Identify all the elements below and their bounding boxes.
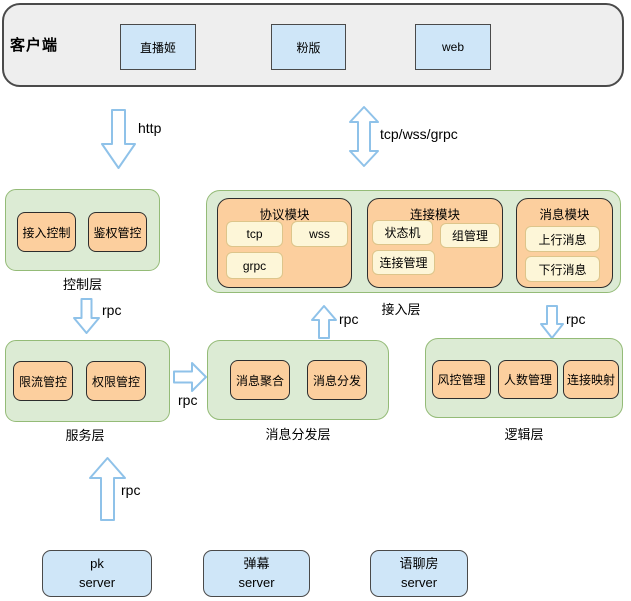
arrow-down-rpc2-icon [540,305,564,339]
server-danmu-line1: 弹幕 [243,555,270,571]
sub-state-machine: 状态机 [372,220,433,245]
node-access-control: 接入控制 [17,212,76,252]
server-pk-line1: pk [90,555,104,571]
client-node-zhibo: 直播姬 [120,24,196,70]
arrow-up-rpc-icon [311,305,337,339]
edge-label-rpc-control-service: rpc [102,302,122,318]
module-message-title: 消息模块 [539,208,590,222]
server-voice-room-line2: server [400,574,438,590]
arrow-down-http-icon [101,109,136,169]
sub-wss: wss [291,221,348,247]
arrow-up-rpc-big-icon [89,457,126,521]
arrow-right-rpc-icon [173,362,207,392]
server-danmu: 弹幕 server [203,550,310,597]
server-pk: pk server [42,550,152,597]
client-panel-label: 客户端 [10,37,59,54]
server-voice-room: 语聊房 server [370,550,468,597]
edge-label-rpc-service-dispatch: rpc [178,392,198,408]
node-auth-control: 鉴权管控 [88,212,147,252]
node-risk-control: 风控管理 [432,360,491,399]
edge-label-rpc-access-logic: rpc [566,311,586,327]
arrow-updown-tcp-icon [349,106,379,167]
module-connection-title: 连接模块 [409,208,460,222]
module-protocol-title: 协议模块 [259,208,310,222]
sub-downstream-msg: 下行消息 [525,256,600,282]
layer-label-logic: 逻辑层 [504,427,544,442]
server-danmu-line2: server [238,574,275,590]
arrow-down-rpc1-icon [73,298,100,334]
node-msg-dispatch: 消息分发 [307,360,367,400]
layer-label-control: 控制层 [62,277,102,292]
client-node-web: web [415,24,491,70]
edge-label-http: http [138,120,162,136]
sub-tcp: tcp [226,221,283,247]
edge-label-tcp-wss-grpc: tcp/wss/grpc [380,126,458,142]
node-msg-aggregate: 消息聚合 [230,360,290,400]
layer-label-access: 接入层 [381,302,421,317]
sub-conn-mgmt: 连接管理 [372,250,435,275]
edge-label-rpc-dispatch-access: rpc [339,311,359,327]
client-node-fenban: 粉版 [271,24,346,70]
layer-label-dispatch: 消息分发层 [265,427,331,442]
sub-grpc: grpc [226,252,283,279]
sub-upstream-msg: 上行消息 [525,226,600,252]
node-permission: 权限管控 [86,361,146,401]
node-headcount: 人数管理 [498,360,558,399]
server-voice-room-line1: 语聊房 [399,555,439,571]
edge-label-rpc-servers-service: rpc [121,482,141,498]
node-conn-mapping: 连接映射 [563,360,619,399]
node-rate-limit: 限流管控 [13,361,73,401]
sub-group-mgmt: 组管理 [440,223,500,248]
server-pk-line2: server [78,574,116,590]
layer-label-service: 服务层 [65,428,105,443]
